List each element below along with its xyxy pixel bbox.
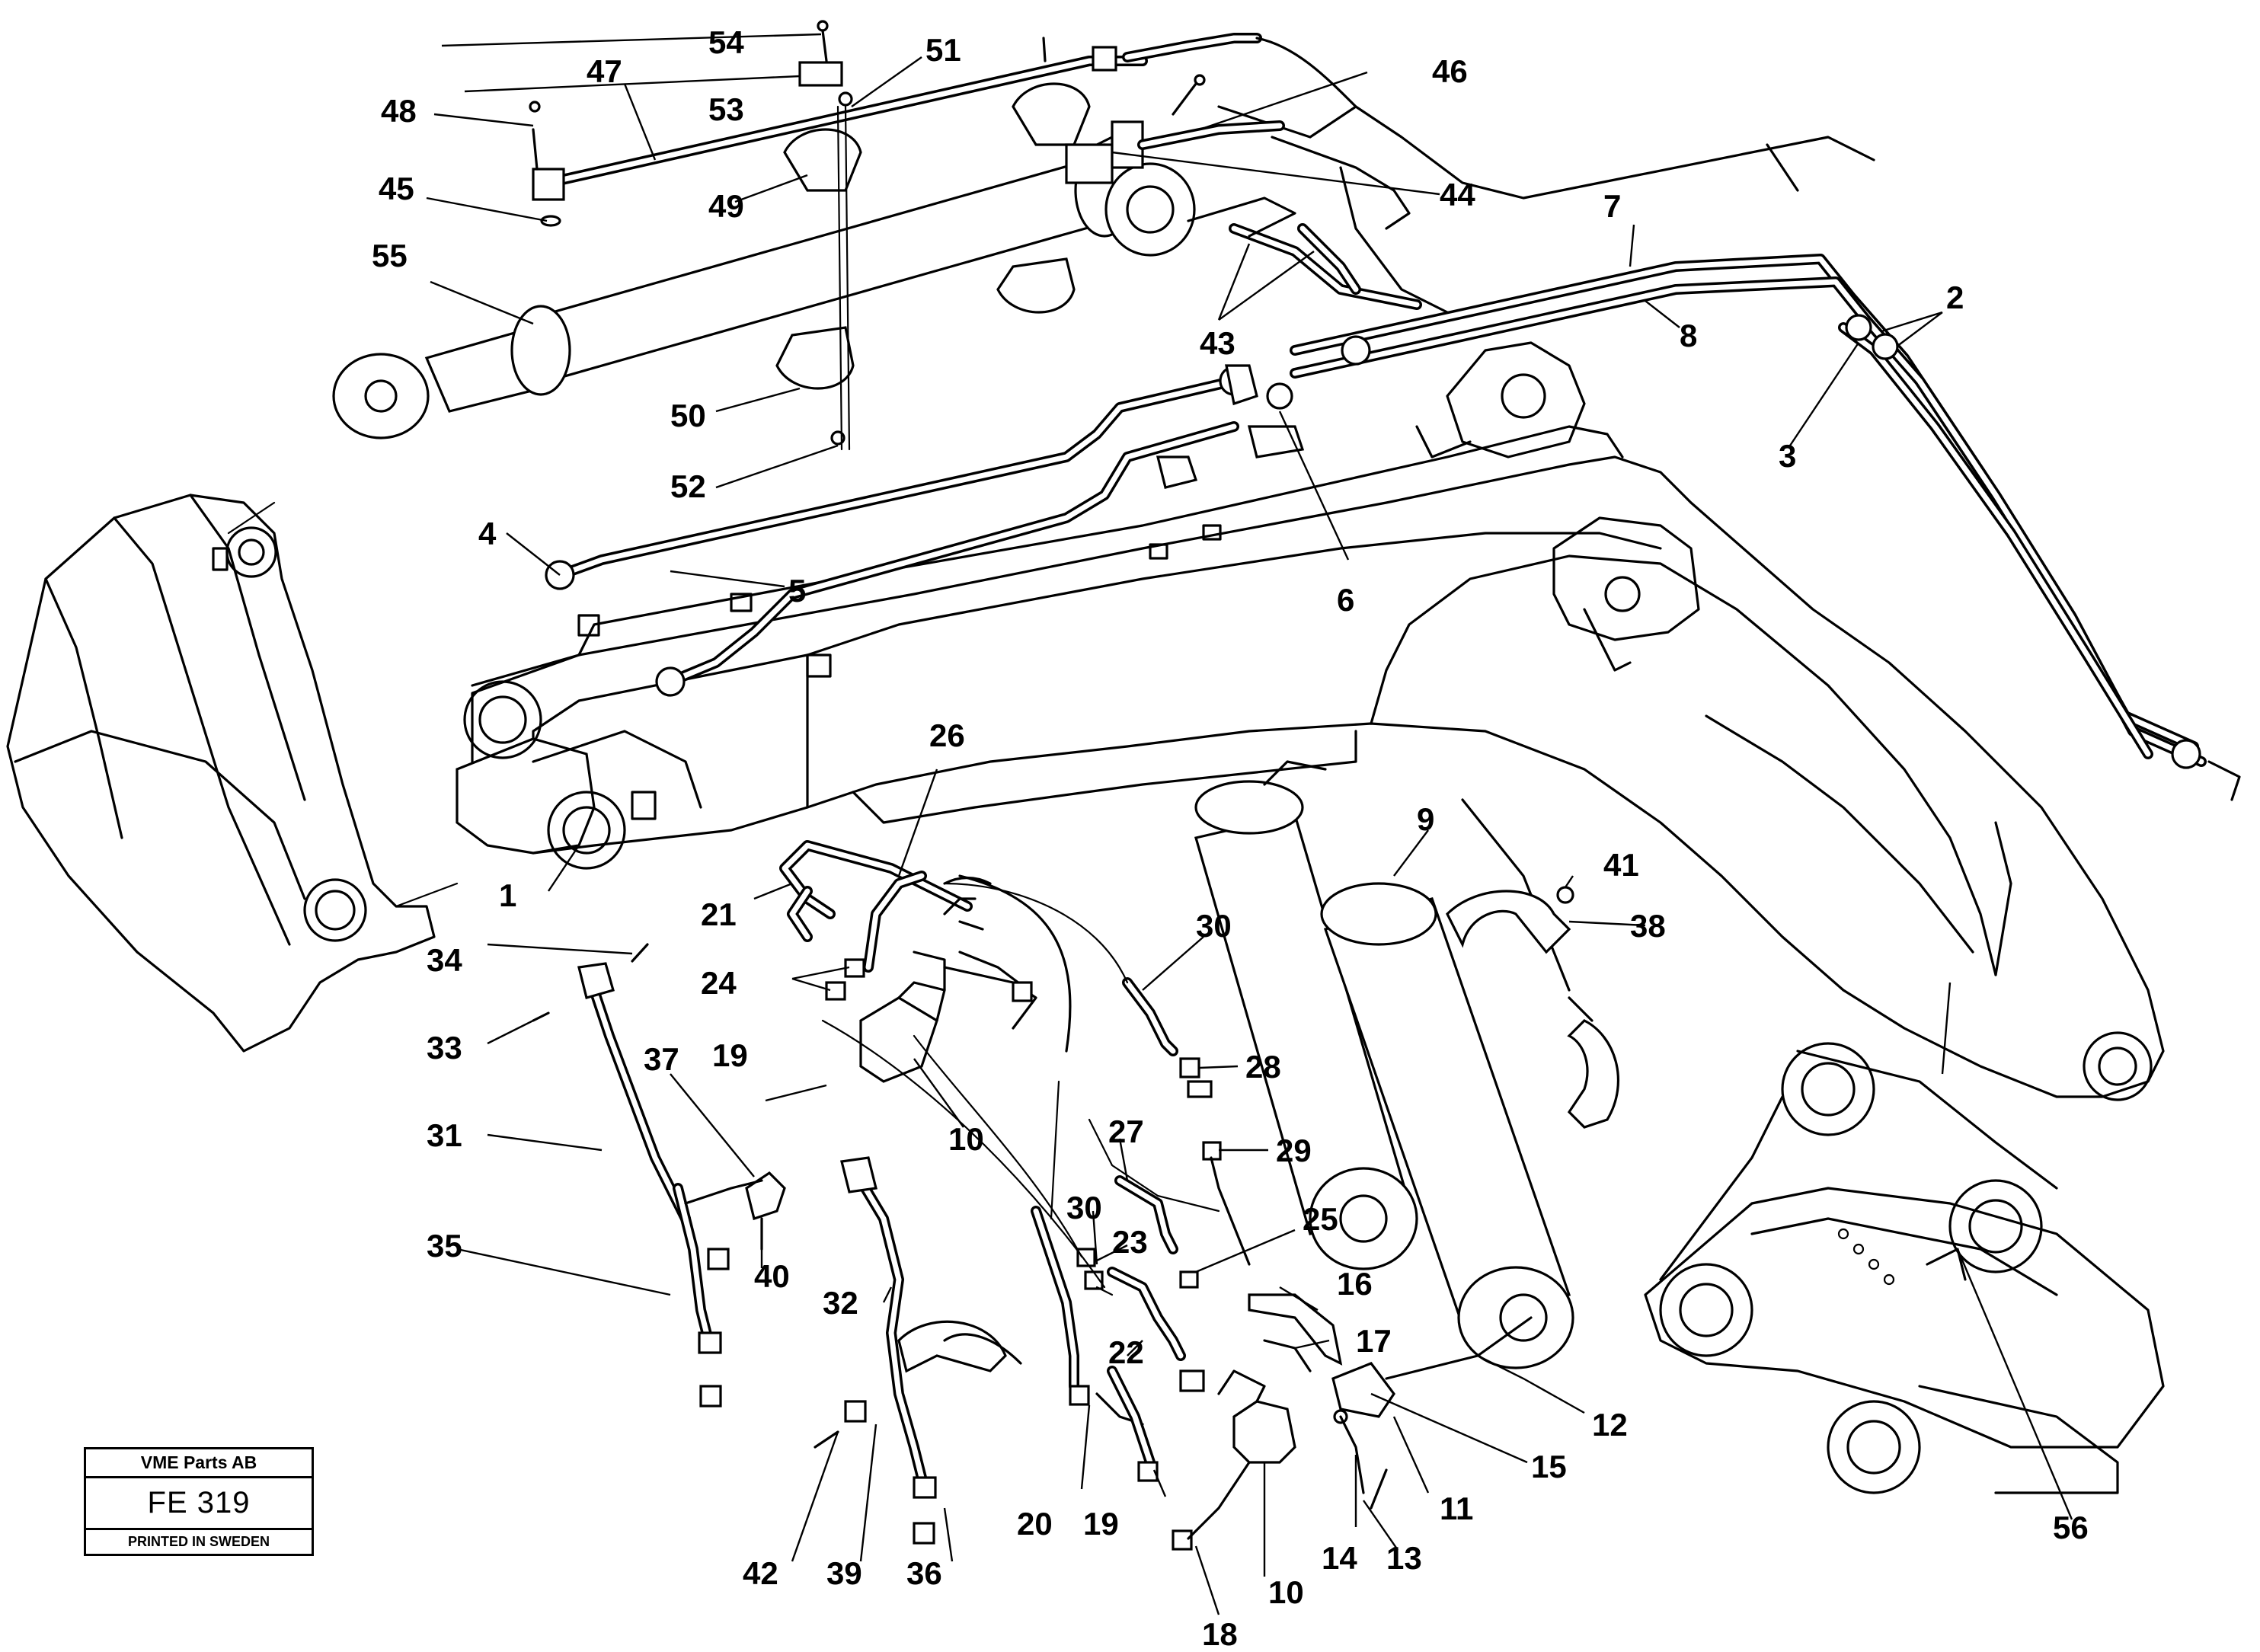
callout-c47: 47 [587, 53, 622, 89]
printed-note: PRINTED IN SWEDEN [127, 1534, 270, 1549]
title-block: VME Parts AB FE 319 PRINTED IN SWEDEN [84, 1447, 314, 1556]
callout-c42: 42 [743, 1555, 778, 1591]
callout-c1: 1 [499, 877, 516, 913]
callout-c44: 44 [1440, 177, 1475, 212]
callout-c6: 6 [1337, 582, 1354, 618]
callout-c16: 16 [1337, 1266, 1373, 1302]
bucket-linkage [1644, 1042, 2165, 1494]
callout-c25: 25 [1303, 1201, 1338, 1237]
callout-c36: 36 [906, 1555, 942, 1591]
callout-c15: 15 [1531, 1449, 1567, 1484]
callout-c27: 27 [1108, 1114, 1144, 1149]
callout-c33: 33 [427, 1030, 462, 1066]
callout-c3: 3 [1779, 438, 1796, 474]
callout-c30b: 30 [1066, 1190, 1102, 1225]
callout-c39: 39 [826, 1555, 862, 1591]
drawing-code: FE 319 [86, 1478, 312, 1530]
bucket [6, 494, 459, 1053]
callout-c11: 11 [1440, 1491, 1473, 1526]
callout-c18: 18 [1202, 1616, 1238, 1652]
callout-c52: 52 [670, 468, 706, 504]
callout-c41: 41 [1603, 847, 1639, 883]
callout-c14: 14 [1322, 1540, 1357, 1576]
callout-c31: 31 [427, 1117, 462, 1153]
callout-c10a: 10 [948, 1121, 984, 1157]
callout-c34: 34 [427, 942, 462, 978]
callout-c22: 22 [1108, 1334, 1144, 1370]
callout-c21: 21 [701, 896, 737, 932]
callout-c54: 54 [708, 24, 744, 60]
company-name: VME Parts AB [86, 1449, 312, 1478]
callout-c24: 24 [701, 965, 737, 1001]
callout-c43: 43 [1200, 325, 1235, 361]
callout-c49: 49 [708, 188, 744, 224]
callout-c37: 37 [644, 1041, 679, 1077]
callout-labels: 54 51 46 47 48 53 45 49 44 7 55 2 43 8 5… [372, 24, 2089, 1652]
callout-c51: 51 [925, 32, 961, 68]
callout-c55: 55 [372, 238, 408, 273]
callout-c17: 17 [1356, 1323, 1392, 1359]
callout-c53: 53 [708, 91, 744, 127]
callout-c23: 23 [1112, 1224, 1148, 1260]
callout-leaders [426, 33, 2073, 1615]
callout-c4: 4 [478, 516, 497, 551]
callout-c5: 5 [788, 573, 806, 609]
callout-c7: 7 [1603, 188, 1621, 224]
callout-c19a: 19 [712, 1037, 748, 1073]
callout-c12: 12 [1592, 1407, 1628, 1443]
callout-c19b: 19 [1083, 1506, 1119, 1542]
callout-c20: 20 [1017, 1506, 1053, 1542]
callout-c32: 32 [823, 1285, 858, 1321]
callout-c50: 50 [670, 398, 706, 433]
callout-c28: 28 [1245, 1049, 1281, 1085]
callout-c56: 56 [2053, 1510, 2089, 1545]
callout-c48: 48 [381, 93, 417, 129]
callout-c40: 40 [754, 1258, 790, 1294]
callout-c38: 38 [1630, 908, 1666, 944]
callout-c35: 35 [427, 1228, 462, 1264]
callout-c26: 26 [929, 717, 965, 753]
callout-c13: 13 [1386, 1540, 1422, 1576]
callout-c46: 46 [1432, 53, 1468, 89]
callout-c9: 9 [1417, 801, 1434, 837]
top-rod-assembly [529, 20, 1875, 451]
callout-c10b: 10 [1268, 1574, 1304, 1610]
callout-c8: 8 [1680, 318, 1697, 353]
pipe-lines [545, 254, 2241, 801]
callout-c29: 29 [1276, 1133, 1312, 1168]
hydraulic-cylinders-lower [1194, 760, 1574, 1369]
callout-c2: 2 [1946, 280, 1964, 315]
lower-hydraulic-parts [532, 840, 1619, 1551]
callout-c45: 45 [379, 171, 414, 206]
callout-c30a: 30 [1196, 908, 1232, 944]
